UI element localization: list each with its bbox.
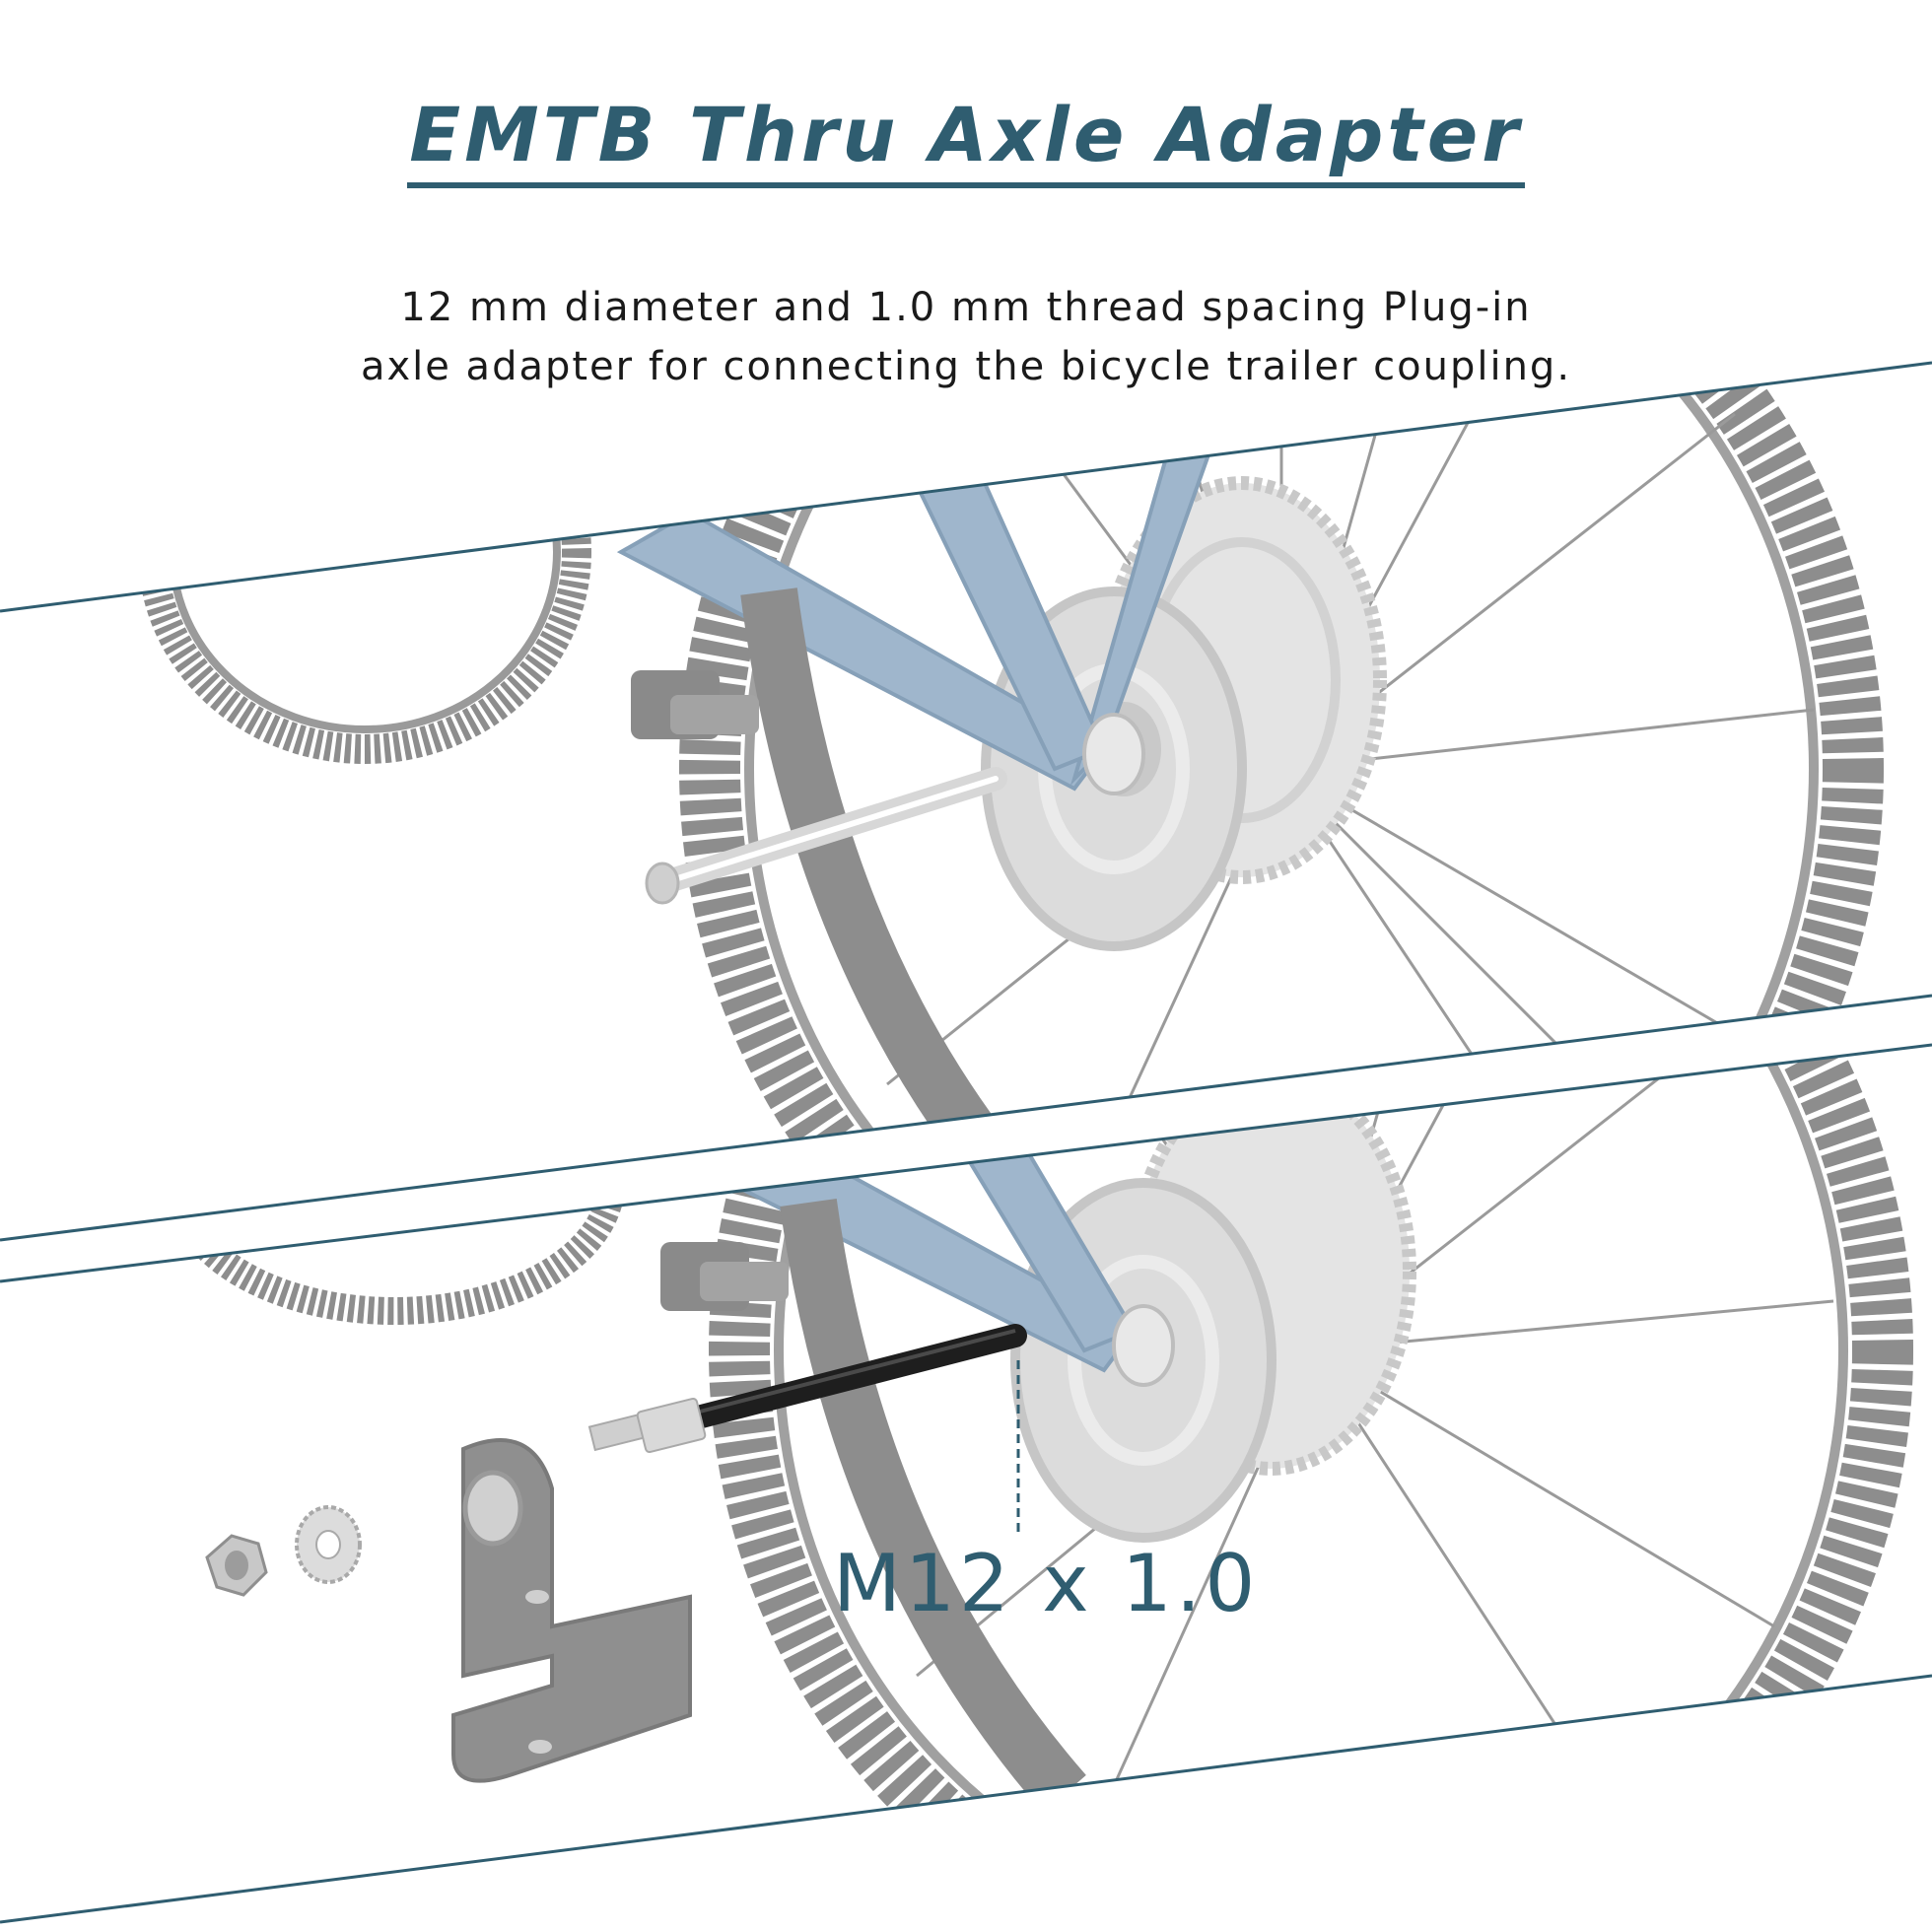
trailer-coupling bbox=[451, 1438, 692, 1783]
page-title-text: EMTB Thru Axle Adapter bbox=[407, 91, 1525, 188]
panel-divider-lines bbox=[0, 361, 1932, 1924]
hex-nut bbox=[205, 1534, 268, 1597]
thru-axle-silver bbox=[645, 767, 1007, 905]
left-wheel-fragment bbox=[138, 363, 591, 764]
top-panel-scene bbox=[138, 363, 1884, 1240]
pedal bbox=[631, 670, 759, 739]
bottom-panel-scene bbox=[164, 1045, 1913, 1922]
thru-axle-adapter-black bbox=[587, 1324, 1027, 1454]
product-description: 12 mm diameter and 1.0 mm thread spacing… bbox=[0, 278, 1932, 396]
page-title: EMTB Thru Axle Adapter bbox=[0, 91, 1932, 188]
thread-spec-label: M12 x 1.0 bbox=[833, 1538, 1260, 1629]
description-line-2: axle adapter for connecting the bicycle … bbox=[360, 344, 1572, 389]
lock-washer bbox=[295, 1505, 362, 1584]
description-line-1: 12 mm diameter and 1.0 mm thread spacing… bbox=[400, 285, 1532, 330]
